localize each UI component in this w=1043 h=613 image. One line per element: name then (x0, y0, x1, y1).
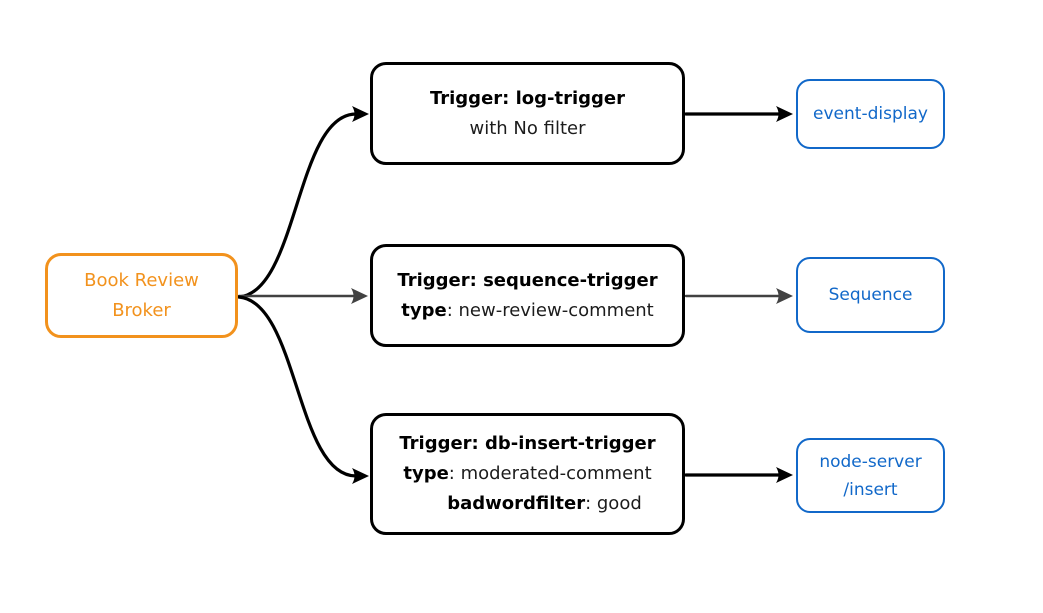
broker-node: Book Review Broker (45, 253, 238, 338)
sink-label: event-display (813, 104, 928, 124)
arrowhead-db-insert-trigger (352, 468, 369, 484)
broker-label-line2: Broker (112, 299, 171, 321)
sink-node-sequence: Sequence (796, 257, 945, 333)
arrowhead-sequence (776, 288, 793, 304)
sink-node-node-server: node-server /insert (796, 438, 945, 513)
edge-broker-to-log-trigger (237, 112, 358, 299)
sink-label-line2: /insert (843, 479, 898, 500)
sink-label-line1: node-server (819, 451, 922, 472)
broker-label-line1: Book Review (84, 269, 199, 291)
trigger-node-log-trigger: Trigger: log-trigger with No filter (370, 62, 685, 165)
trigger-title: Trigger: db-insert-trigger (399, 433, 656, 454)
arrowhead-node-server (776, 467, 793, 483)
trigger-title: Trigger: log-trigger (429, 87, 626, 109)
trigger-detail-line: type: moderated-comment (403, 463, 652, 484)
trigger-title: Trigger: sequence-trigger (397, 269, 658, 291)
trigger-detail-line: type: new-review-comment (401, 299, 654, 321)
trigger-detail-line: with No filter (469, 117, 586, 139)
arrowhead-sequence-trigger (351, 288, 368, 304)
trigger-node-sequence-trigger: Trigger: sequence-trigger type: new-revi… (370, 244, 685, 347)
edge-broker-to-db-insert-trigger (237, 295, 358, 478)
sink-node-event-display: event-display (796, 79, 945, 149)
arrowhead-log-trigger (352, 106, 369, 122)
sink-label: Sequence (828, 285, 913, 305)
trigger-detail-line: badwordfilter: good (447, 493, 642, 514)
trigger-node-db-insert-trigger: Trigger: db-insert-trigger type: moderat… (370, 413, 685, 535)
arrowhead-event-display (776, 106, 793, 122)
